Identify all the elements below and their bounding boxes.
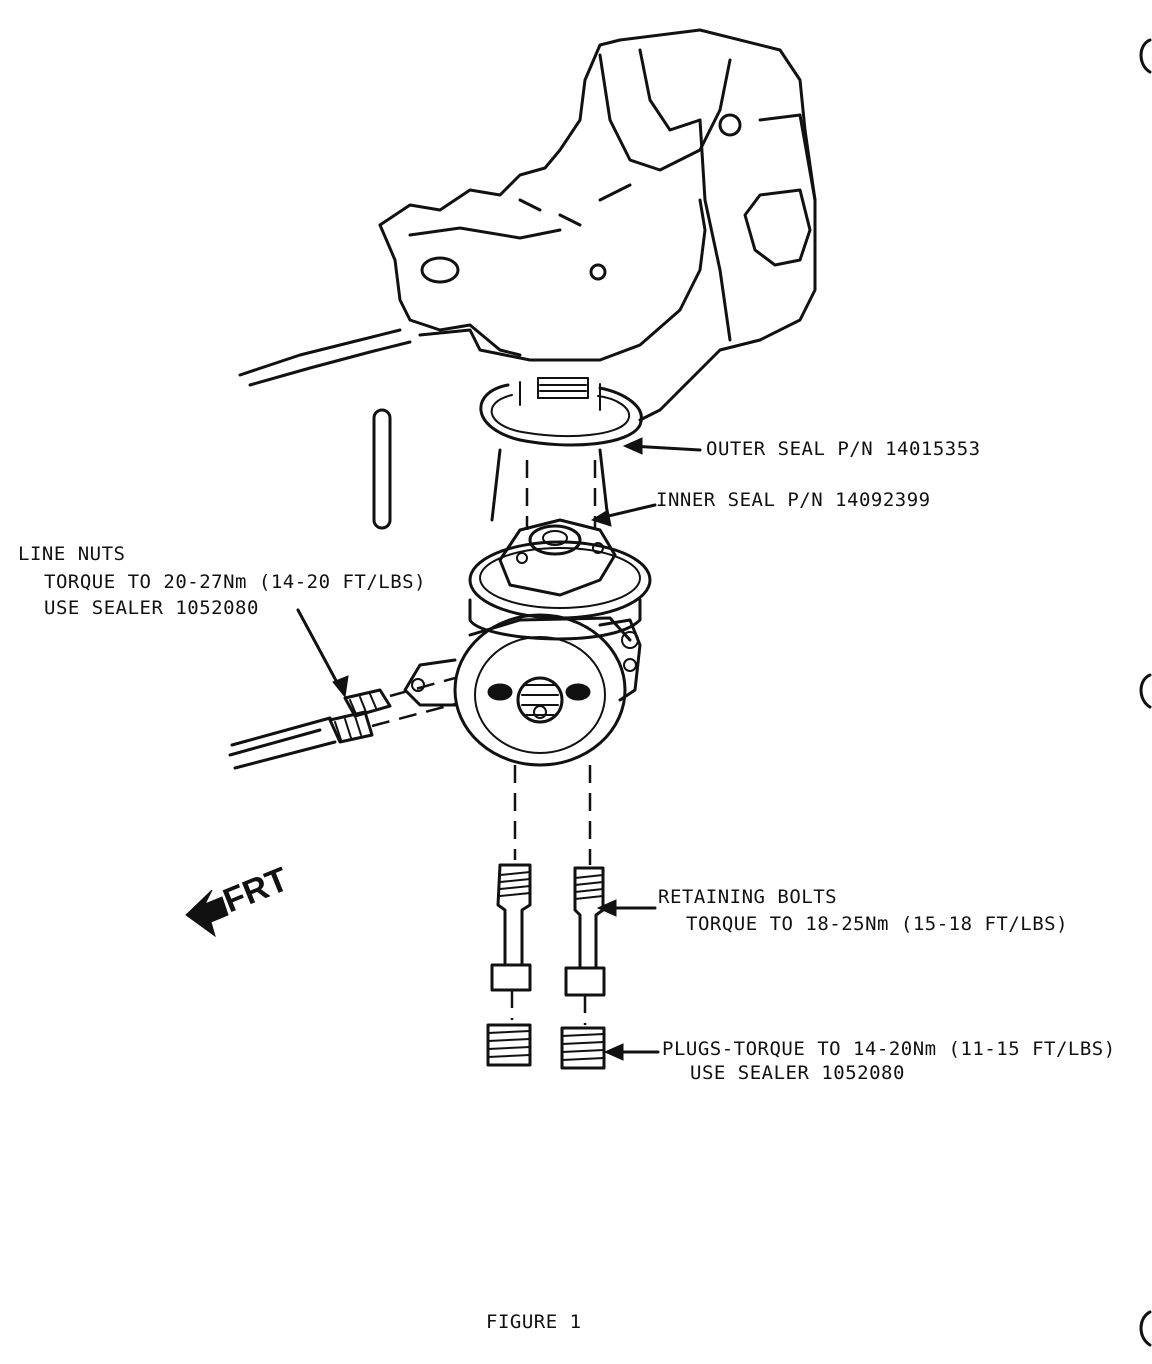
binding-mark [1139, 1310, 1152, 1347]
binding-mark [1139, 38, 1152, 74]
retaining-bolts [490, 765, 606, 1025]
line-nuts-sealer: USE SEALER 1052080 [44, 597, 259, 619]
retaining-bolts-torque: TORQUE TO 18-25Nm (15-18 FT/LBS) [686, 913, 1069, 935]
inner-seal-label: INNER SEAL P/N 14092399 [656, 489, 931, 511]
binding-mark [1139, 673, 1152, 709]
neck-left-edge [490, 448, 502, 522]
oil-lines [228, 676, 456, 770]
leader-lines [296, 437, 702, 1061]
engine-housing [238, 28, 817, 422]
line-nuts-title: LINE NUTS [18, 543, 126, 565]
outer-seal-label: OUTER SEAL P/N 14015353 [706, 438, 981, 460]
adapter-housing [403, 613, 642, 767]
plugs-torque-label: PLUGS-TORQUE TO 14-20Nm (11-15 FT/LBS) [662, 1038, 1116, 1060]
figure-caption: FIGURE 1 [486, 1311, 582, 1333]
outer-seal-ring [479, 377, 643, 447]
slot-outline [372, 408, 392, 530]
frt-arrow-icon [185, 889, 229, 938]
line-nuts-torque: TORQUE TO 20-27Nm (14-20 FT/LBS) [44, 571, 427, 593]
retaining-bolts-title: RETAINING BOLTS [658, 886, 838, 908]
plugs [486, 1023, 606, 1070]
plugs-sealer-label: USE SEALER 1052080 [690, 1062, 905, 1084]
neck-right-edge [598, 448, 610, 522]
